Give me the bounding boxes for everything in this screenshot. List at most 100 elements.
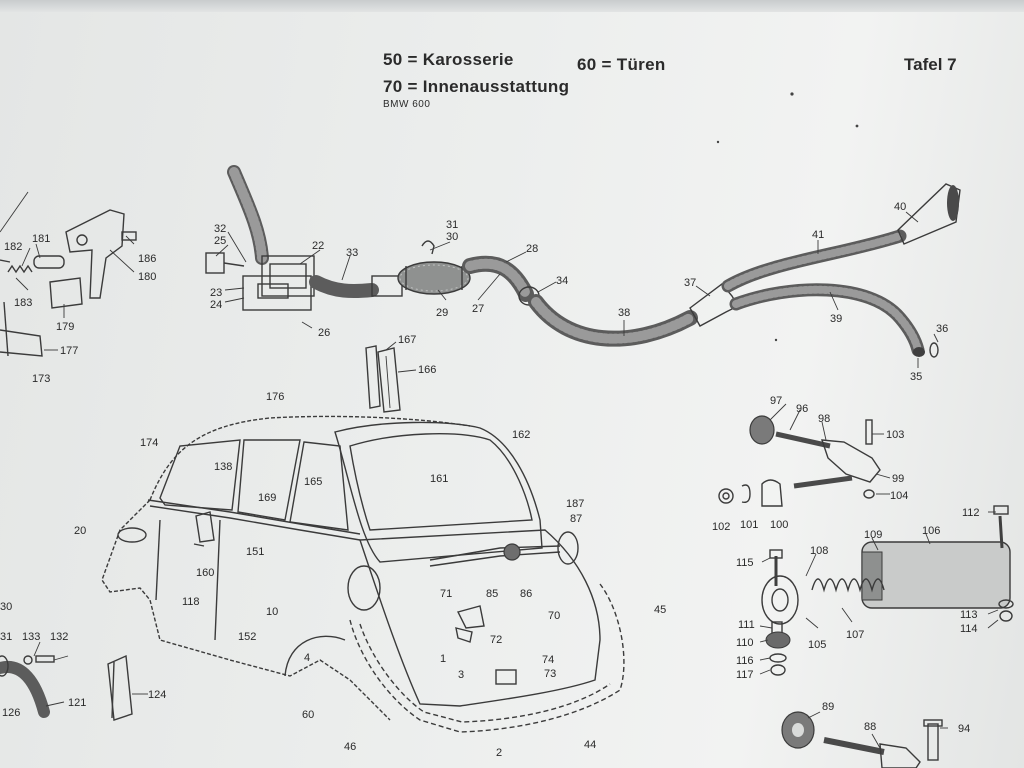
callout-104: 104	[890, 490, 908, 502]
callout-152: 152	[238, 631, 256, 643]
callout-174: 174	[140, 437, 158, 449]
callout-96: 96	[796, 403, 808, 415]
callout-38: 38	[618, 307, 630, 319]
callout-111: 111	[738, 619, 755, 631]
print-specks	[716, 92, 859, 342]
leader-lines	[15, 211, 999, 749]
callout-132: 132	[50, 631, 68, 643]
callout-30-left: 30	[0, 601, 12, 613]
callout-183: 183	[14, 297, 32, 309]
header-karosserie: 50 = Karosserie	[383, 50, 514, 69]
callout-23: 23	[210, 287, 222, 299]
callout-187: 187	[566, 498, 584, 510]
lower-right-parts	[781, 711, 943, 768]
callout-89: 89	[822, 701, 834, 713]
callout-116: 116	[736, 655, 754, 667]
callout-70: 70	[548, 610, 560, 622]
callout-36: 36	[936, 323, 948, 335]
callout-labels: 32 25 23 24 26 22 33 31 30 29 27 28 34 3…	[0, 201, 980, 759]
callout-112: 112	[962, 507, 980, 519]
callout-72: 72	[490, 634, 502, 646]
callout-182: 182	[4, 241, 22, 253]
tie-rod-assembly	[718, 415, 881, 507]
callout-33: 33	[346, 247, 358, 259]
callout-100: 100	[770, 519, 788, 531]
callout-124: 124	[148, 689, 166, 701]
callout-105: 105	[808, 639, 826, 651]
callout-110: 110	[736, 637, 754, 649]
callout-166: 166	[418, 364, 436, 376]
header-innenausstattung: 70 = Innenausstattung	[383, 77, 570, 96]
callout-39: 39	[830, 313, 842, 325]
callout-45: 45	[654, 604, 666, 616]
callout-30: 30	[446, 231, 458, 243]
header-model: BMW 600	[383, 99, 431, 110]
callout-41: 41	[812, 229, 824, 241]
callout-115: 115	[736, 557, 754, 569]
callout-180: 180	[138, 271, 156, 283]
callout-31: 31	[446, 219, 458, 231]
heater-hose-assembly	[205, 165, 961, 358]
callout-24: 24	[210, 299, 222, 311]
callout-88: 88	[864, 721, 876, 733]
callout-117: 117	[736, 669, 754, 681]
header-tueren: 60 = Türen	[577, 55, 666, 74]
callout-181: 181	[32, 233, 50, 245]
callout-109: 109	[864, 529, 882, 541]
shock-absorber-assembly	[761, 505, 1014, 676]
callout-133: 133	[22, 631, 40, 643]
callout-106: 106	[922, 525, 940, 537]
lower-left-parts	[0, 654, 133, 721]
callout-97: 97	[770, 395, 782, 407]
callout-173: 173	[32, 373, 50, 385]
callout-74: 74	[542, 654, 554, 666]
car-body-shell	[101, 415, 625, 733]
callout-20: 20	[74, 525, 86, 537]
callout-71: 71	[440, 588, 452, 600]
callout-138: 138	[214, 461, 232, 473]
callout-35: 35	[910, 371, 922, 383]
callout-162: 162	[512, 429, 530, 441]
callout-87: 87	[570, 513, 582, 525]
callout-99: 99	[892, 473, 904, 485]
callout-22: 22	[312, 240, 324, 252]
callout-101: 101	[740, 519, 758, 531]
callout-169: 169	[258, 492, 276, 504]
callout-25: 25	[214, 235, 226, 247]
callout-26: 26	[318, 327, 330, 339]
callout-176: 176	[266, 391, 284, 403]
callout-44: 44	[584, 739, 596, 751]
callout-186: 186	[138, 253, 156, 265]
plate-number: Tafel 7	[904, 55, 957, 74]
door-handle-parts	[0, 191, 137, 357]
callout-108: 108	[810, 545, 828, 557]
callout-2: 2	[496, 747, 502, 759]
callout-107: 107	[846, 629, 864, 641]
callout-161: 161	[430, 473, 448, 485]
callout-114: 114	[960, 623, 978, 635]
callout-32: 32	[214, 223, 226, 235]
callout-1: 1	[440, 653, 446, 665]
callout-167: 167	[398, 334, 416, 346]
callout-31-left: 31	[0, 631, 12, 643]
callout-103: 103	[886, 429, 904, 441]
callout-60: 60	[302, 709, 314, 721]
callout-113: 113	[960, 609, 978, 621]
callout-121: 121	[68, 697, 86, 709]
callout-34: 34	[556, 275, 568, 287]
callout-102: 102	[712, 521, 730, 533]
callout-86: 86	[520, 588, 532, 600]
callout-10: 10	[266, 606, 278, 618]
callout-85: 85	[486, 588, 498, 600]
callout-29: 29	[436, 307, 448, 319]
callout-118: 118	[182, 596, 200, 608]
callout-73: 73	[544, 668, 556, 680]
callout-37: 37	[684, 277, 696, 289]
callout-27: 27	[472, 303, 484, 315]
seal-strip	[365, 345, 401, 413]
callout-46: 46	[344, 741, 356, 753]
callout-160: 160	[196, 567, 214, 579]
callout-151: 151	[246, 546, 264, 558]
